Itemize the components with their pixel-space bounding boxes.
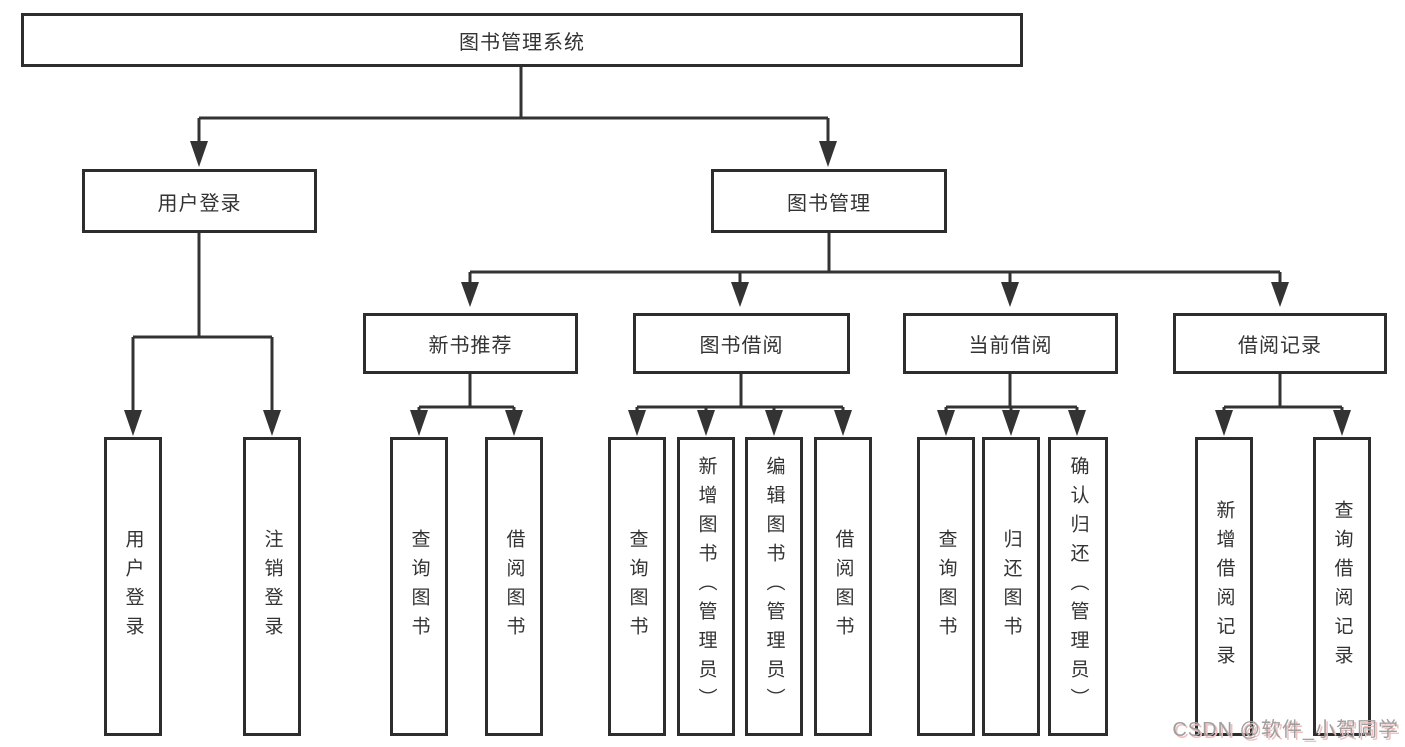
leaf-borrow-books: 借阅图书 xyxy=(814,437,872,736)
node-user-login-branch: 用户登录 xyxy=(82,169,317,233)
leaf-query-books-borrowing: 查询图书 xyxy=(608,437,666,736)
node-label: 注销登录 xyxy=(261,528,283,645)
node-label: 新增借阅记录 xyxy=(1213,499,1235,674)
node-label: 归还图书 xyxy=(1000,528,1022,645)
leaf-add-borrow-record: 新增借阅记录 xyxy=(1195,437,1253,736)
node-label: 借阅图书 xyxy=(503,528,525,645)
node-label: 查询图书 xyxy=(935,528,957,645)
leaf-add-book-admin: 新增图书（管理员） xyxy=(677,437,735,736)
node-book-borrowing: 图书借阅 xyxy=(633,313,850,374)
leaf-query-borrow-record: 查询借阅记录 xyxy=(1313,437,1371,736)
node-label: 新增图书（管理员） xyxy=(695,456,717,717)
leaf-return-book: 归还图书 xyxy=(982,437,1040,736)
node-label: 查询图书 xyxy=(626,528,648,645)
leaf-edit-book-admin: 编辑图书（管理员） xyxy=(745,437,803,736)
node-label: 当前借阅 xyxy=(968,335,1053,357)
node-label: 确认归还（管理员） xyxy=(1067,456,1089,717)
csdn-watermark: CSDN @软件_小贺同学 xyxy=(1172,719,1399,741)
leaf-borrow-books-recommend: 借阅图书 xyxy=(485,437,543,736)
node-book-management-branch: 图书管理 xyxy=(711,169,947,233)
node-label: 借阅图书 xyxy=(832,528,854,645)
leaf-confirm-return-admin: 确认归还（管理员） xyxy=(1048,437,1108,736)
node-label: 编辑图书（管理员） xyxy=(763,456,785,717)
node-label: 图书借阅 xyxy=(699,335,784,357)
node-label: 用户登录 xyxy=(122,528,144,645)
node-library-management-system: 图书管理系统 xyxy=(21,13,1023,67)
node-label: 新书推荐 xyxy=(428,335,513,357)
node-label: 图书管理 xyxy=(787,192,871,215)
leaf-query-books-current: 查询图书 xyxy=(917,437,975,736)
connector-paths xyxy=(131,67,1344,413)
node-label: 查询图书 xyxy=(408,528,430,645)
arrowheads xyxy=(124,141,1351,436)
node-label: 用户登录 xyxy=(157,192,242,215)
node-borrowing-records: 借阅记录 xyxy=(1173,313,1387,374)
leaf-query-books-recommend: 查询图书 xyxy=(390,437,448,736)
node-current-borrowing: 当前借阅 xyxy=(903,313,1118,374)
node-label: 借阅记录 xyxy=(1238,335,1322,357)
node-new-book-recommend: 新书推荐 xyxy=(363,313,578,374)
leaf-user-login: 用户登录 xyxy=(104,437,162,736)
node-label: 查询借阅记录 xyxy=(1331,499,1353,674)
node-label: 图书管理系统 xyxy=(459,31,585,54)
leaf-logout: 注销登录 xyxy=(243,437,301,736)
